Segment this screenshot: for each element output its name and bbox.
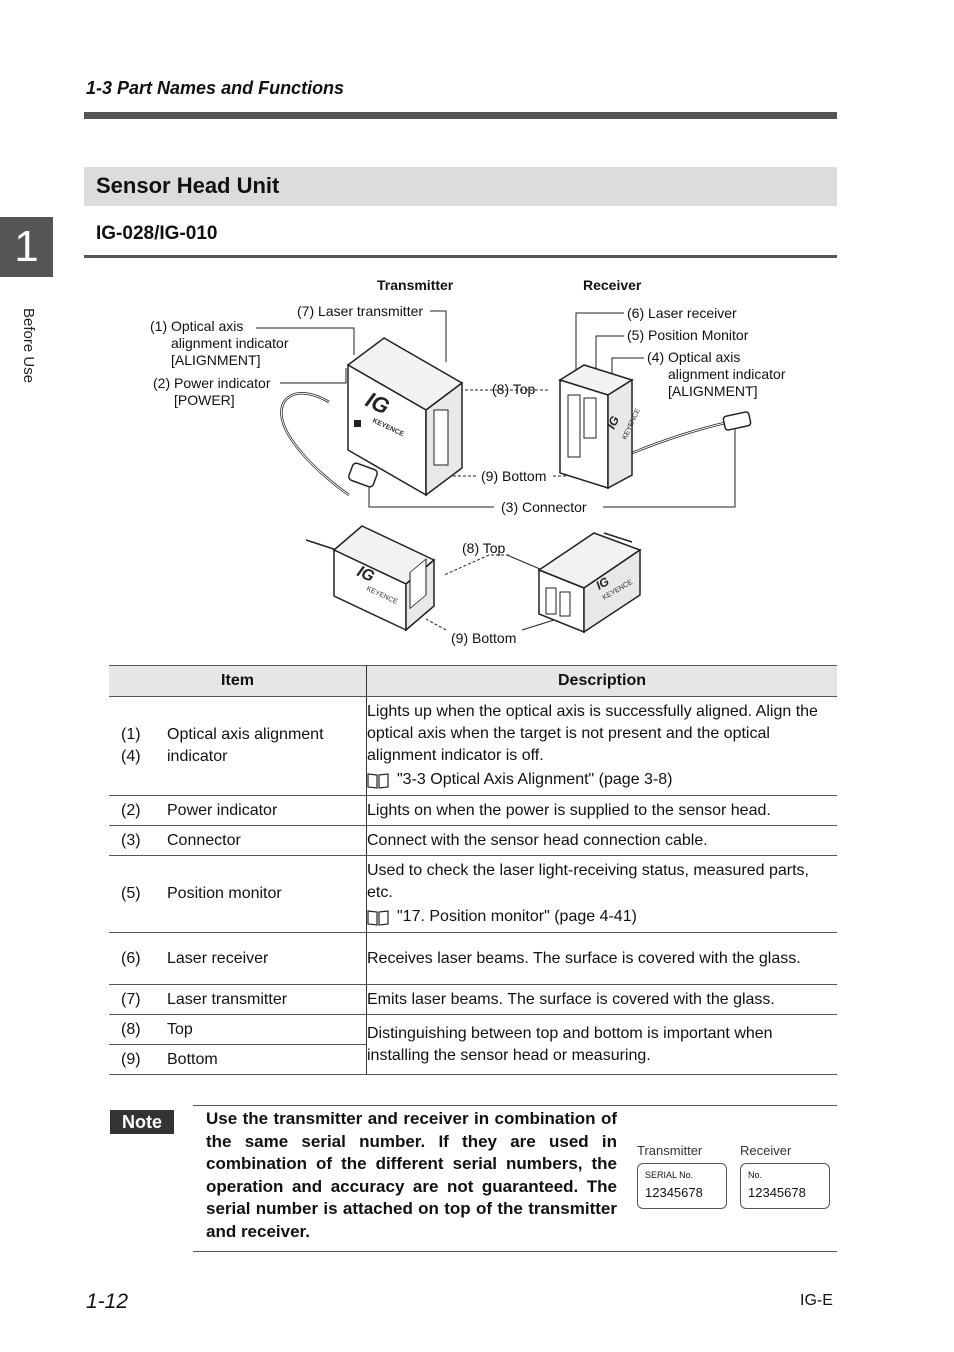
transmitter-lower-logo: IG (354, 563, 376, 586)
serial-transmitter-label: Transmitter (637, 1143, 703, 1158)
callout-optical-axis-4-line3: [ALIGNMENT] (668, 383, 757, 399)
item-description: Emits laser beams. The surface is covere… (366, 984, 837, 1015)
column-header-item: Item (109, 665, 367, 697)
serial-label-transmitter: SERIAL No. 12345678 (637, 1163, 727, 1209)
receiver-lower-logo: IG (594, 574, 612, 592)
serial-small-text: SERIAL No. (645, 1170, 694, 1180)
item-number: (8) (121, 1020, 141, 1038)
item-description: Receives laser beams. The surface is cov… (366, 932, 837, 985)
item-number: (9) (121, 1050, 141, 1068)
item-name: Bottom (167, 1050, 218, 1068)
receiver-lower-figure: IG KEYENCE (537, 532, 642, 634)
serial-receiver-label: Receiver (740, 1143, 792, 1158)
callout-laser-receiver: (6) Laser receiver (627, 305, 737, 321)
callout-optical-axis-1-line2: alignment indicator (171, 335, 289, 351)
table-row: (9) Bottom (109, 1044, 837, 1075)
item-number: (5) (121, 885, 141, 902)
chapter-tab: 1 (0, 217, 53, 277)
note-rule-top (193, 1105, 837, 1106)
item-description: Connect with the sensor head connection … (366, 825, 837, 856)
page-reference-link[interactable]: "3-3 Optical Axis Alignment" (page 3-8) (397, 771, 673, 788)
table-row: (8) Top Distinguishing between top and bo… (109, 1014, 837, 1075)
note-rule-bottom (193, 1251, 837, 1252)
table-header-row: Item Description (109, 665, 837, 697)
callout-power-indicator-line2: [POWER] (174, 392, 235, 408)
item-description: Distinguishing between top and bottom is… (366, 1014, 837, 1075)
item-number: (7) (121, 990, 141, 1008)
callout-optical-axis-1-line3: [ALIGNMENT] (171, 352, 260, 368)
item-name: Optical axis alignment (167, 726, 324, 743)
page-title: Sensor Head Unit (96, 173, 280, 198)
table-row: (2) Power indicator Lights on when the po… (109, 795, 837, 826)
item-number: (4) (121, 748, 141, 765)
table-row: (7) Laser transmitter Emits laser beams. … (109, 984, 837, 1015)
serial-small-text: No. (748, 1170, 763, 1180)
callout-bottom-upper: (9) Bottom (481, 468, 546, 484)
item-name: Position monitor (167, 885, 282, 902)
page-number: 1-12 (86, 1290, 129, 1313)
sensor-head-diagram: Transmitter Receiver (1) Optical axis al… (150, 277, 786, 646)
transmitter-upper-figure: IG KEYENCE (280, 337, 464, 497)
serial-label-receiver: No. 12345678 (740, 1163, 830, 1209)
column-header-description: Description (366, 665, 837, 697)
table-row: (3) Connector Connect with the sensor hea… (109, 825, 837, 856)
header-rule (84, 112, 837, 119)
item-name: Laser transmitter (167, 990, 288, 1008)
receiver-upper-figure: IG KEYENCE (558, 364, 752, 490)
book-reference-icon (367, 772, 389, 789)
receiver-heading: Receiver (583, 277, 642, 293)
item-number: (6) (121, 949, 141, 967)
item-name: Top (167, 1020, 193, 1038)
note-badge: Note (110, 1110, 174, 1134)
callout-bottom-lower: (9) Bottom (451, 630, 516, 646)
table-row: (5) Position monitor Used to check the la… (109, 855, 837, 933)
section-header: 1-3 Part Names and Functions (86, 78, 345, 98)
table-row: (1) (4) Optical axis alignment indicator L… (109, 696, 837, 796)
document-code: IG-E (800, 1292, 833, 1309)
item-number: (3) (121, 831, 141, 849)
book-reference-icon (367, 909, 389, 926)
callout-optical-axis-4: (4) Optical axis (647, 349, 740, 365)
item-description: Lights on when the power is supplied to … (366, 795, 837, 826)
chapter-label: Before Use (20, 308, 37, 384)
item-name: Laser receiver (167, 949, 269, 967)
item-number: (1) (121, 726, 141, 743)
item-name: Power indicator (167, 801, 278, 819)
transmitter-lower-figure: IG KEYENCE (305, 525, 436, 632)
item-number: (2) (121, 801, 141, 819)
callout-connector: (3) Connector (501, 499, 587, 515)
page-reference-link[interactable]: "17. Position monitor" (page 4-41) (397, 908, 637, 925)
note-text: Use the transmitter and receiver in comb… (206, 1109, 617, 1241)
title-band: Sensor Head Unit (84, 167, 837, 206)
callout-optical-axis-1: (1) Optical axis (150, 318, 243, 334)
callout-top-upper: (8) Top (492, 381, 536, 397)
callout-top-lower: (8) Top (462, 540, 506, 556)
callout-power-indicator: (2) Power indicator (153, 375, 271, 391)
table-row: (6) Laser receiver Receives laser beams. … (109, 932, 837, 985)
item-name: indicator (167, 748, 228, 765)
callout-laser-transmitter: (7) Laser transmitter (297, 303, 423, 319)
callout-position-monitor: (5) Position Monitor (627, 327, 749, 343)
serial-number: 12345678 (748, 1185, 806, 1200)
receiver-logo: IG (604, 414, 622, 431)
serial-number: 12345678 (645, 1185, 703, 1200)
item-description: Used to check the laser light-receiving … (367, 862, 809, 901)
transmitter-heading: Transmitter (377, 277, 454, 293)
subtitle-rule (84, 255, 837, 258)
item-description: Lights up when the optical axis is succe… (367, 703, 818, 764)
part-description-table: Item Description (1) (4) Optical axis ali… (109, 665, 837, 1075)
item-name: Connector (167, 831, 241, 849)
callout-optical-axis-4-line2: alignment indicator (668, 366, 786, 382)
model-subtitle: IG-028/IG-010 (96, 223, 218, 244)
